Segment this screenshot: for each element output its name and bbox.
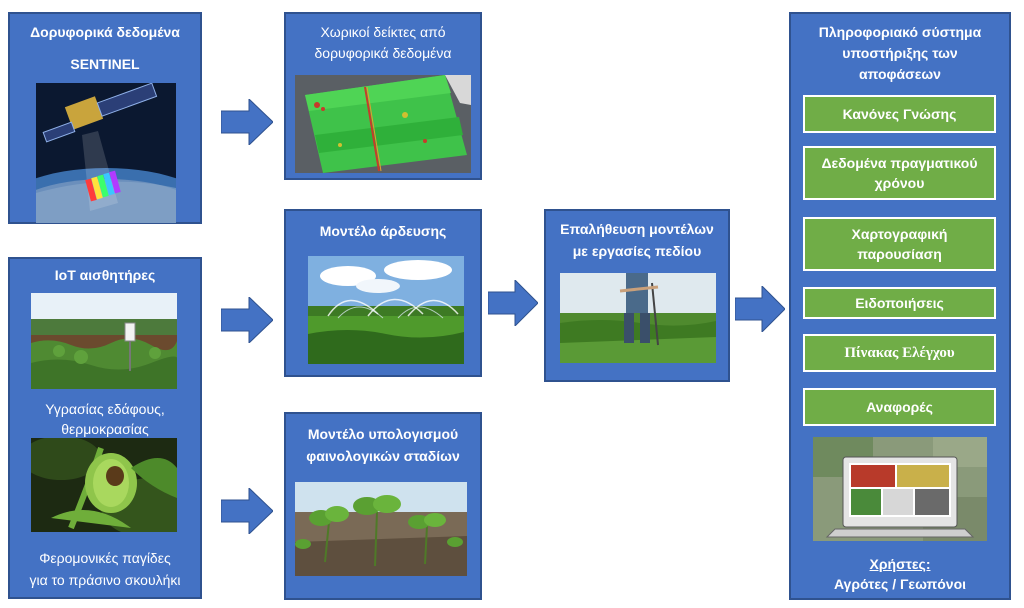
validation-box: Επαλήθευση μοντέλων με εργασίες πεδίου [544, 209, 730, 382]
reports-item: Αναφορές [803, 388, 996, 426]
iot-caption1-line2: θερμοκρασίας [61, 421, 149, 437]
decision-support-system-box: Πληροφοριακό σύστημα υποστήριξης των απο… [789, 12, 1011, 600]
validation-title-line2: με εργασίες πεδίου [572, 243, 702, 259]
cotton-boll-image [31, 438, 177, 532]
spatial-indices-box: Χωρικοί δείκτες από δορυφορικά δεδομένα [284, 12, 482, 180]
arrow-iot-to-phenology [221, 488, 273, 534]
field-index-map-image [295, 75, 471, 173]
phenology-title-line2: φαινολογικών σταδίων [306, 448, 460, 464]
cartographic-label-line2: παρουσίαση [857, 246, 942, 262]
users-label: Χρήστες: [869, 556, 931, 572]
realtime-data-label-line1: Δεδομένα πραγματικού [821, 155, 978, 171]
cartographic-presentation-item: Χαρτογραφική παρουσίαση [803, 217, 996, 271]
arrow-irrigation-to-validation [488, 280, 538, 326]
iot-caption2-line2: για το πράσινο σκουλήκι [29, 572, 181, 588]
validation-title-line1: Επαλήθευση μοντέλων [560, 221, 714, 237]
spatial-title-line1: Χωρικοί δείκτες από [320, 24, 446, 40]
cotton-seedlings-image [295, 482, 467, 576]
realtime-data-item: Δεδομένα πραγματικού χρόνου [803, 146, 996, 200]
iot-sensors-box: IoT αισθητήρες Υγρασίας εδάφους, θερμοκρ… [8, 257, 202, 599]
laptop-dashboard-image [813, 437, 987, 541]
irrigation-model-box: Μοντέλο άρδευσης [284, 209, 482, 377]
arrow-iot-to-irrigation [221, 297, 273, 343]
reports-label: Αναφορές [866, 399, 933, 415]
iot-caption2-line1: Φερομονικές παγίδες [39, 550, 171, 566]
realtime-data-label-line2: χρόνου [874, 175, 925, 191]
field-work-image [560, 273, 716, 363]
dss-title-line2: υποστήριξης των [842, 45, 958, 61]
sprinkler-field-image [308, 256, 464, 364]
satellite-data-box: Δορυφορικά δεδομένα SENTINEL [8, 12, 202, 224]
iot-caption1-line1: Υγρασίας εδάφους, [45, 401, 165, 417]
users-value: Αγρότες / Γεωπόνοι [833, 576, 967, 592]
phenology-model-box: Μοντέλο υπολογισμού φαινολογικών σταδίων [284, 412, 482, 600]
control-panel-label: Πίνακας Ελέγχου [844, 345, 955, 361]
phenology-title-line1: Μοντέλο υπολογισμού [307, 426, 459, 442]
soil-sensor-image [31, 293, 177, 389]
spatial-title-line2: δορυφορικά δεδομένα [314, 45, 452, 61]
satellite-subtitle: SENTINEL [70, 56, 140, 72]
knowledge-rules-label: Κανόνες Γνώσης [842, 106, 957, 122]
cartographic-label-line1: Χαρτογραφική [851, 226, 948, 242]
iot-title: IoT αισθητήρες [54, 267, 156, 283]
knowledge-rules-item: Κανόνες Γνώσης [803, 95, 996, 133]
irrigation-title: Μοντέλο άρδευσης [319, 223, 447, 239]
arrow-validation-to-dss [735, 286, 785, 332]
satellite-image [36, 83, 176, 223]
arrow-satellite-to-spatial [221, 99, 273, 145]
notifications-label: Ειδοποιήσεις [855, 295, 944, 311]
control-panel-item: Πίνακας Ελέγχου [803, 334, 996, 372]
dss-title-line3: αποφάσεων [859, 66, 941, 82]
dss-title-line1: Πληροφοριακό σύστημα [818, 24, 982, 40]
satellite-title: Δορυφορικά δεδομένα [30, 24, 180, 40]
notifications-item: Ειδοποιήσεις [803, 287, 996, 319]
